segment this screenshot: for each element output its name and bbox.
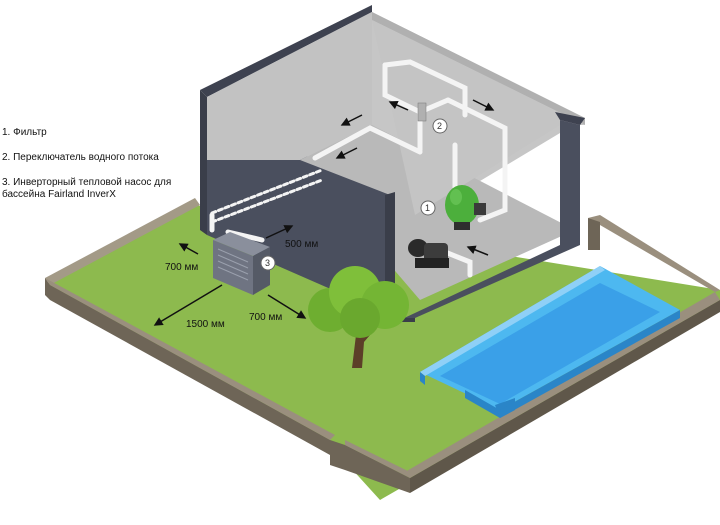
dimension-700-front: 700 мм	[249, 312, 282, 323]
dimension-1500: 1500 мм	[186, 319, 225, 330]
dimension-500: 500 мм	[285, 239, 318, 250]
marker-3: 3	[265, 258, 270, 268]
marker-1: 1	[425, 203, 430, 213]
marker-2: 2	[437, 121, 442, 131]
dimension-700-side: 700 мм	[165, 262, 198, 273]
